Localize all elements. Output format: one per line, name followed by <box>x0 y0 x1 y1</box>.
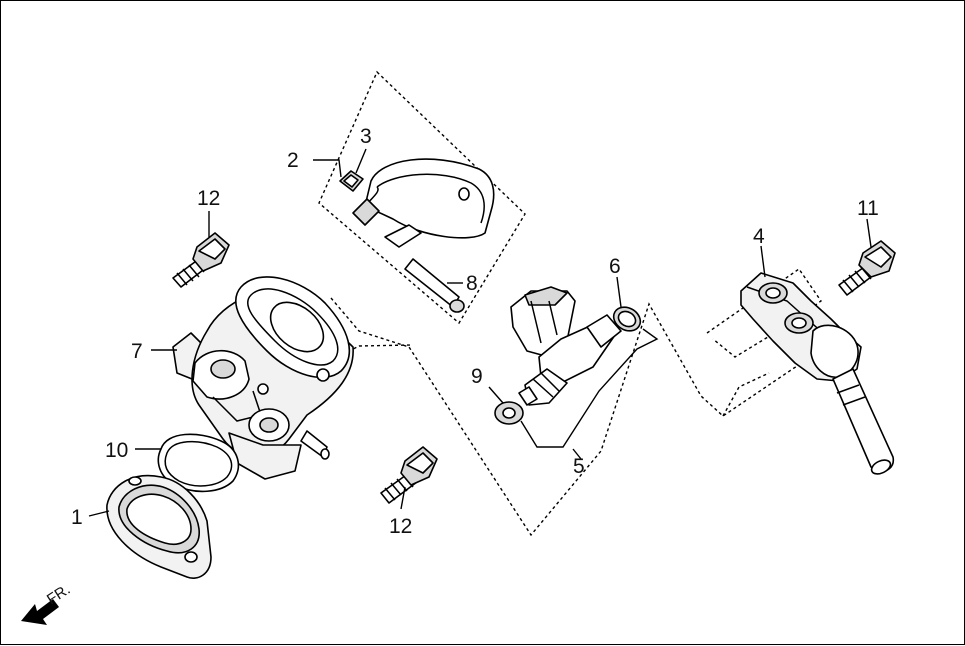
callout-2: 2 <box>287 149 299 172</box>
throttle-body <box>172 276 354 480</box>
callout-9: 9 <box>471 365 483 388</box>
fuel-rail-joint <box>740 272 895 475</box>
callout-11: 11 <box>857 197 879 220</box>
callout-12-upper: 12 <box>197 187 220 210</box>
callout-4: 4 <box>753 225 765 248</box>
injector-o-ring <box>612 306 642 332</box>
clamp-nut <box>339 170 364 192</box>
group-outline-rail-lower <box>722 372 770 417</box>
callout-1: 1 <box>71 506 83 529</box>
fuel-injector <box>510 286 622 406</box>
callout-7: 7 <box>131 340 143 363</box>
callout-6: 6 <box>609 255 621 278</box>
clamp-screw <box>404 258 465 313</box>
intake-insulator <box>106 474 212 579</box>
seal-washer <box>494 401 524 425</box>
callout-5: 5 <box>573 455 585 478</box>
clamp-band <box>352 158 495 248</box>
leader-lines <box>88 148 872 517</box>
front-direction-arrow-icon <box>21 599 59 625</box>
callout-8: 8 <box>466 272 478 295</box>
bolt-right <box>838 240 896 296</box>
bolt-upper-left <box>172 232 230 288</box>
group-outline-throttle-to-injector <box>330 297 842 537</box>
callout-10: 10 <box>105 439 128 462</box>
bolt-lower-center <box>380 446 438 504</box>
callout-3: 3 <box>360 125 372 148</box>
callout-12-lower: 12 <box>389 515 412 538</box>
